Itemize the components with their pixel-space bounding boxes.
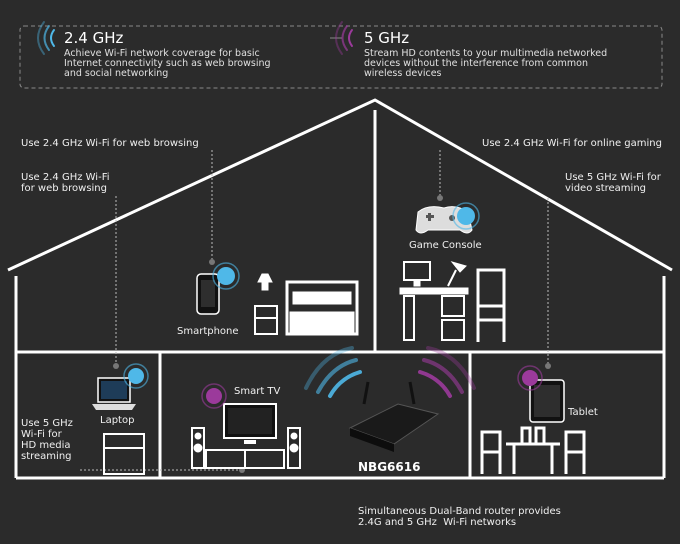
- dining-furniture: [480, 426, 586, 474]
- band-24-description: Achieve Wi-Fi network coverage for basic…: [64, 48, 271, 79]
- callout-laptop: Use 2.4 GHz Wi-Fi for web browsing: [21, 172, 110, 194]
- smart-tv-icon: [201, 383, 277, 444]
- smartphone-label: Smartphone: [177, 326, 239, 337]
- laptop-icon: [92, 363, 149, 410]
- callout-game-console: Use 2.4 GHz Wi-Fi for online gaming: [482, 138, 662, 149]
- smart-tv-label: Smart TV: [234, 386, 281, 397]
- study-furniture: [399, 261, 506, 342]
- tablet-icon: [517, 365, 565, 423]
- legend-box: [19, 25, 663, 89]
- router-description: Simultaneous Dual-Band router provides 2…: [358, 506, 561, 528]
- laptop-label: Laptop: [100, 415, 135, 426]
- leader-lines: [80, 150, 549, 471]
- band-5-description: Stream HD contents to your multimedia ne…: [364, 48, 608, 79]
- callout-smartphone: Use 2.4 GHz Wi-Fi for web browsing: [21, 138, 199, 149]
- game-console-label: Game Console: [409, 240, 482, 251]
- callout-tablet: Use 5 GHz Wi-Fi for video streaming: [565, 172, 661, 194]
- wifi-24-waves: [304, 346, 362, 398]
- bedroom-furniture: [254, 273, 359, 336]
- band-24-title: 2.4 GHz: [64, 29, 124, 47]
- router-icon: [348, 381, 440, 452]
- smartphone-icon: [196, 262, 240, 315]
- tablet-label: Tablet: [568, 407, 598, 418]
- callout-smart-tv: Use 5 GHz Wi-Fi for HD media streaming: [21, 418, 73, 462]
- band-5-title: 5 GHz: [364, 29, 410, 47]
- living-room-furniture: [103, 427, 301, 475]
- house-outline: [7, 98, 673, 480]
- wifi-5-waves: [418, 346, 476, 398]
- router-model-name: NBG6616: [358, 460, 421, 474]
- wifi-5-icon: [335, 21, 353, 55]
- game-console-icon: [415, 202, 480, 234]
- wifi-24-icon: [37, 21, 55, 55]
